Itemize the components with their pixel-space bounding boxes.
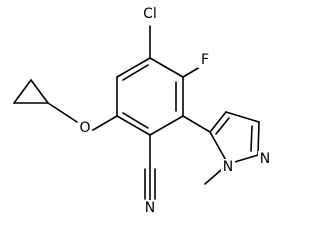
- n1-label-bg: [221, 159, 235, 175]
- pyrazole-ring: [204, 111, 260, 185]
- bond-c4p-c3p: [225, 111, 260, 123]
- benzene-ring: [116, 57, 184, 136]
- cl-label-bg: [140, 7, 160, 23]
- bond-c6-c1: [116, 57, 151, 78]
- bond-o-cyclopropyl: [47, 102, 78, 123]
- chlorine-label: Cl: [143, 6, 157, 22]
- double-bond-c3p-n2: [250, 125, 253, 152]
- nitrile-nitrogen-label: N: [145, 200, 155, 216]
- cyclopropyl-ring: [13, 79, 49, 104]
- bond-c3-pyrazole: [182, 115, 211, 133]
- cyclopropyl-bond-3: [30, 79, 49, 104]
- bond-c2-f: [182, 66, 201, 78]
- n2-label-bg: [258, 151, 272, 167]
- structure-diagram: Cl F O N N N: [13, 6, 272, 216]
- pyrazole-n1-label: N: [223, 159, 233, 175]
- double-bond-c6-c1: [122, 64, 149, 81]
- bond-c3-c4: [149, 115, 184, 136]
- double-bond-c4-c5: [122, 112, 149, 129]
- nitrile-group: [144, 134, 156, 201]
- pyrazole-n2-label: N: [260, 151, 270, 167]
- atom-labels: Cl F O N N N: [78, 6, 272, 216]
- substituent-bonds: [47, 25, 211, 133]
- bond-n1-c5p: [209, 131, 229, 165]
- cyclopropyl-bond-2: [13, 79, 32, 104]
- fluorine-label: F: [201, 52, 209, 68]
- nitrile-n-label-bg: [143, 200, 157, 216]
- bond-c5p-c4p: [209, 111, 227, 133]
- o-label-bg: [78, 120, 92, 136]
- oxygen-label: O: [79, 120, 90, 136]
- double-bond-c5p-c4p: [215, 117, 230, 135]
- bond-c1-c2: [149, 57, 184, 78]
- f-label-bg: [198, 52, 212, 68]
- bond-c4-c5: [116, 115, 151, 136]
- bond-c3p-n2: [257, 121, 260, 156]
- molecule-drawing: Cl F O N N N: [13, 6, 272, 216]
- bond-c5-o: [92, 115, 118, 131]
